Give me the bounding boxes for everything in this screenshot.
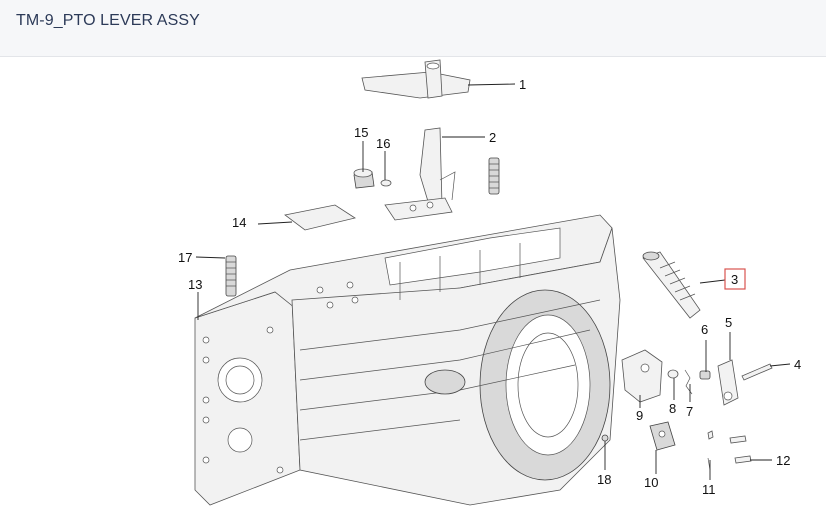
part-3-pto-shaft[interactable] [642,251,701,319]
page-header: TM-9_PTO LEVER ASSY [0,0,826,57]
parts-diagram-svg: 1 2 3 4 5 6 7 8 9 10 11 12 13 14 15 16 1… [178,59,801,506]
callout-12[interactable]: 12 [776,453,790,468]
part-6-pin[interactable] [699,370,711,380]
part-7-spring[interactable] [684,369,693,395]
part-15-cap[interactable] [353,168,375,189]
stud-right[interactable] [488,157,500,195]
callout-3-highlight-box[interactable] [724,268,746,290]
callout-5[interactable]: 5 [725,315,732,330]
page-title: TM-9_PTO LEVER ASSY [16,12,200,29]
callout-8[interactable]: 8 [669,401,676,416]
part-18-bolt[interactable] [601,434,609,442]
part-2-lever-bracket[interactable] [384,127,456,221]
callout-10[interactable]: 10 [644,475,658,490]
callout-3[interactable]: 3 [731,272,738,287]
callout-16[interactable]: 16 [376,136,390,151]
part-5-lever-arm[interactable] [717,359,739,406]
transmission-housing[interactable] [194,214,621,506]
part-4-rod[interactable] [741,363,773,381]
parts-diagram: 1 2 3 4 5 6 7 8 9 10 11 12 13 14 15 16 1… [0,57,826,513]
part-9-plate[interactable] [621,349,663,403]
callout-9[interactable]: 9 [636,408,643,423]
part-1-bracket[interactable] [361,59,471,99]
callout-17[interactable]: 17 [178,250,192,265]
part-8-washer[interactable] [667,369,679,379]
part-17-stud[interactable] [225,255,237,297]
part-14-cover-plate[interactable] [284,204,356,231]
part-10-bracket[interactable] [649,421,676,451]
callout-11[interactable]: 11 [702,482,716,497]
part-16-washer[interactable] [380,179,392,187]
leader-lines [195,83,791,480]
callout-4[interactable]: 4 [794,357,801,372]
callout-7[interactable]: 7 [686,404,693,419]
callout-labels: 1 2 3 4 5 6 7 8 9 10 11 12 13 14 15 16 1… [178,77,801,497]
callout-1[interactable]: 1 [519,77,526,92]
callout-2[interactable]: 2 [489,130,496,145]
callout-6[interactable]: 6 [701,322,708,337]
callout-18[interactable]: 18 [597,472,611,487]
callout-14[interactable]: 14 [232,215,246,230]
part-11-bolt[interactable] [707,430,714,471]
callout-13[interactable]: 13 [188,277,202,292]
part-12-bolt[interactable] [729,435,752,464]
callout-15[interactable]: 15 [354,125,368,140]
